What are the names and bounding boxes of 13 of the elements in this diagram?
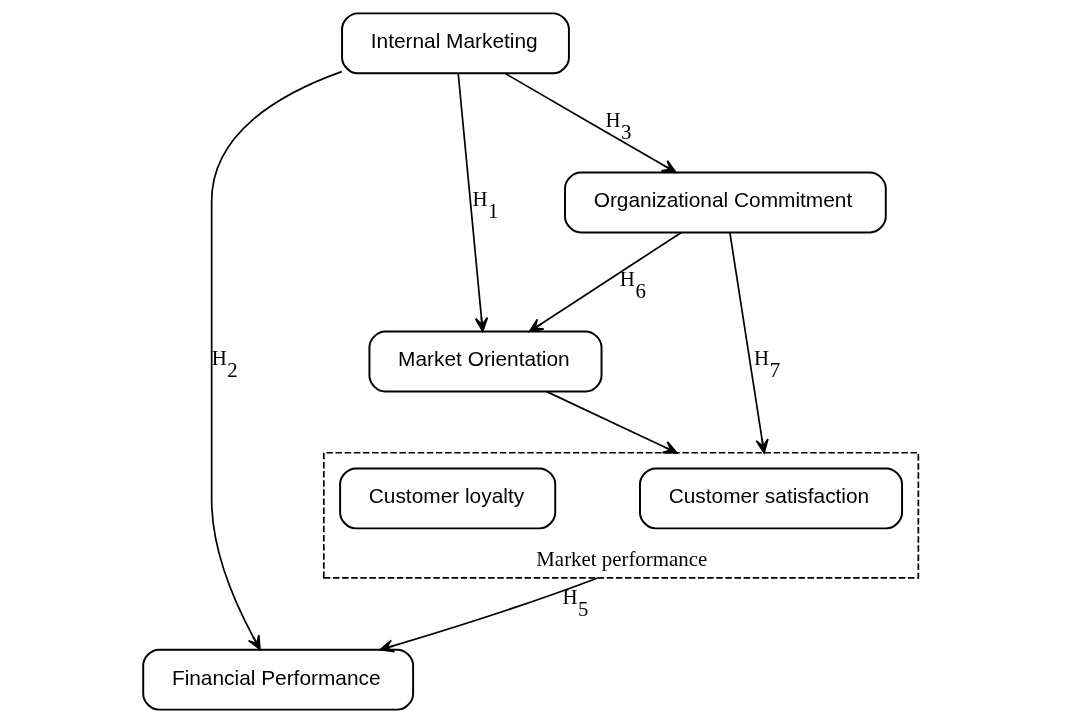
node-box: Internal Marketing (340, 12, 570, 75)
arrow (456, 72, 488, 332)
arrow (528, 231, 682, 333)
node-box: Organizational Commitment (563, 171, 887, 234)
node-box: Customer loyalty (338, 467, 556, 530)
arrow (378, 577, 598, 653)
arrow (210, 70, 343, 651)
node-box: Market Orientation (367, 330, 602, 393)
node-box: Customer satisfaction (638, 467, 903, 530)
arrow (545, 390, 678, 454)
arrow (728, 232, 769, 454)
arrow (503, 72, 677, 174)
node-box: Financial Performance (141, 648, 414, 711)
